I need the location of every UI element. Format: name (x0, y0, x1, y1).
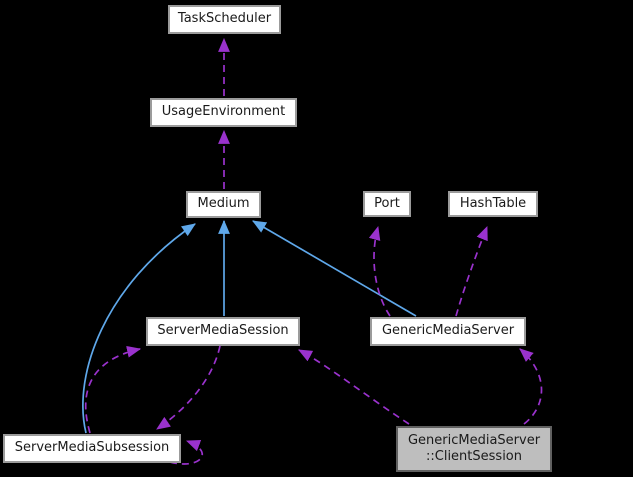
edge-clientsession-genericmediaserver (519, 348, 543, 425)
node-servermediasubsession[interactable]: ServerMediaSubsession (3, 434, 181, 463)
node-label: ServerMediaSession (157, 323, 289, 339)
edge-servermediasubsession-self-loop (169, 440, 204, 465)
edge-clientsession-servermediasession (298, 349, 410, 425)
edge-genericmediaserver-hashtable (455, 226, 488, 317)
node-port[interactable]: Port (363, 191, 411, 217)
edge-genericmediaserver-medium (252, 220, 417, 317)
node-servermediasession[interactable]: ServerMediaSession (146, 317, 300, 346)
node-label: HashTable (459, 195, 527, 211)
edge-servermediasubsession-servermediasession (84, 345, 142, 434)
node-label: Port (374, 195, 400, 211)
node-label: GenericMediaServer (381, 323, 515, 339)
edge-servermediasubsession-medium (82, 223, 196, 434)
node-usageenvironment[interactable]: UsageEnvironment (150, 98, 297, 127)
node-label: Medium (197, 196, 250, 212)
edge-servermediasession-servermediasubsession (156, 345, 221, 430)
node-label: UsageEnvironment (161, 104, 286, 120)
node-label: TaskScheduler (177, 11, 272, 27)
node-label: ServerMediaSubsession (14, 440, 170, 456)
node-taskscheduler[interactable]: TaskScheduler (168, 5, 281, 34)
node-genericmediaserver[interactable]: GenericMediaServer (370, 317, 526, 346)
node-label-line2: ::ClientSession (426, 449, 522, 464)
node-label-line1: GenericMediaServer (407, 432, 541, 448)
node-hashtable[interactable]: HashTable (448, 191, 538, 217)
node-genericmediaserver-clientsession: GenericMediaServer ::ClientSession (396, 426, 552, 472)
node-medium[interactable]: Medium (186, 191, 261, 218)
edge-genericmediaserver-port (368, 225, 391, 317)
